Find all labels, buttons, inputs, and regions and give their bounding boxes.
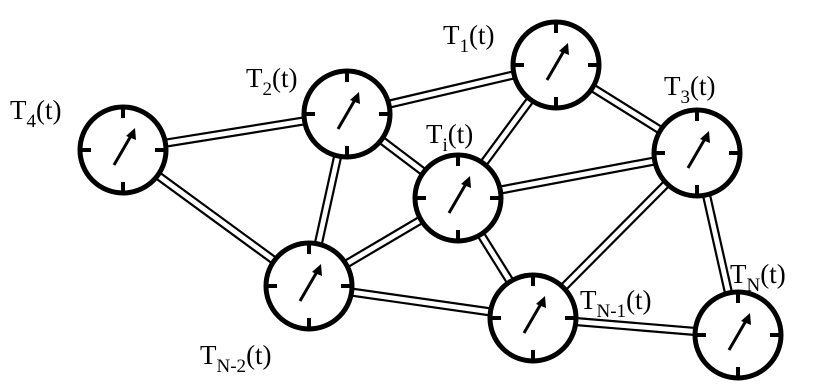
label-subscript: i (443, 135, 448, 156)
clock-icon-TN2 (263, 240, 355, 332)
label-subscript: N-1 (597, 301, 627, 322)
label-subscript: 3 (681, 87, 691, 108)
label-subscript: N-2 (217, 356, 247, 377)
label-subscript: 4 (27, 111, 37, 132)
label-base: T (426, 119, 443, 149)
node-label-T3: T3(t) (664, 71, 715, 108)
node-label-TN2: TN-2(t) (200, 340, 272, 377)
label-suffix: (t) (690, 71, 715, 101)
label-suffix: (t) (448, 119, 473, 149)
label-base: T (664, 71, 681, 101)
clock-icon-T3 (651, 107, 743, 199)
label-base: T (200, 340, 217, 370)
label-subscript: 1 (460, 36, 470, 57)
clock-icon-T2 (301, 68, 393, 160)
clock-icon-T4 (77, 104, 169, 196)
label-base: T (580, 285, 597, 315)
nodes-layer (77, 19, 784, 381)
node-label-Ti: Ti(t) (426, 119, 473, 156)
node-label-T4: T4(t) (10, 95, 61, 132)
label-base: T (443, 20, 460, 50)
clock-icon-Ti (412, 152, 504, 244)
label-base: T (730, 259, 747, 289)
label-subscript: 2 (263, 79, 273, 100)
label-suffix: (t) (626, 285, 651, 315)
node-label-T2: T2(t) (246, 63, 297, 100)
node-label-TN: TN(t) (730, 259, 786, 296)
label-subscript: N (747, 275, 761, 296)
node-label-T1: T1(t) (443, 20, 494, 57)
label-suffix: (t) (469, 20, 494, 50)
clock-icon-TN1 (487, 272, 579, 364)
label-base: T (10, 95, 27, 125)
clock-icon-T1 (510, 19, 602, 111)
clock-icon-TN (692, 289, 784, 381)
label-suffix: (t) (272, 63, 297, 93)
label-suffix: (t) (246, 340, 271, 370)
node-label-TN1: TN-1(t) (580, 285, 652, 322)
label-base: T (246, 63, 263, 93)
label-suffix: (t) (36, 95, 61, 125)
label-suffix: (t) (760, 259, 785, 289)
labels-layer: T1(t)T2(t)T3(t)T4(t)Ti(t)TN(t)TN-1(t)TN-… (10, 20, 786, 377)
